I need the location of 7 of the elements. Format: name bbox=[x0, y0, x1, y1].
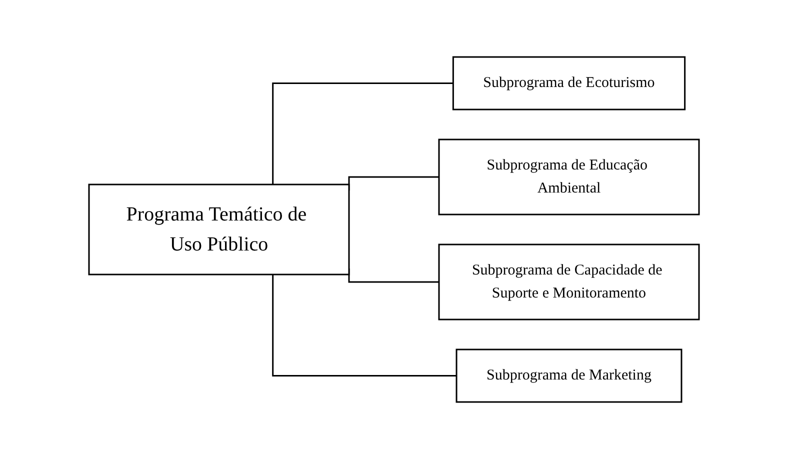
connector bbox=[272, 274, 457, 376]
node-box: Subprograma de Educação Ambiental bbox=[438, 138, 700, 216]
node-box: Subprograma de Ecoturismo bbox=[452, 56, 686, 110]
node-box: Subprograma de Marketing bbox=[456, 348, 682, 403]
node-box: Programa Temático de Uso Público bbox=[88, 184, 350, 276]
node-box: Subprograma de Capacidade de Suporte e Monitoramento bbox=[438, 244, 700, 320]
connector bbox=[272, 82, 454, 184]
